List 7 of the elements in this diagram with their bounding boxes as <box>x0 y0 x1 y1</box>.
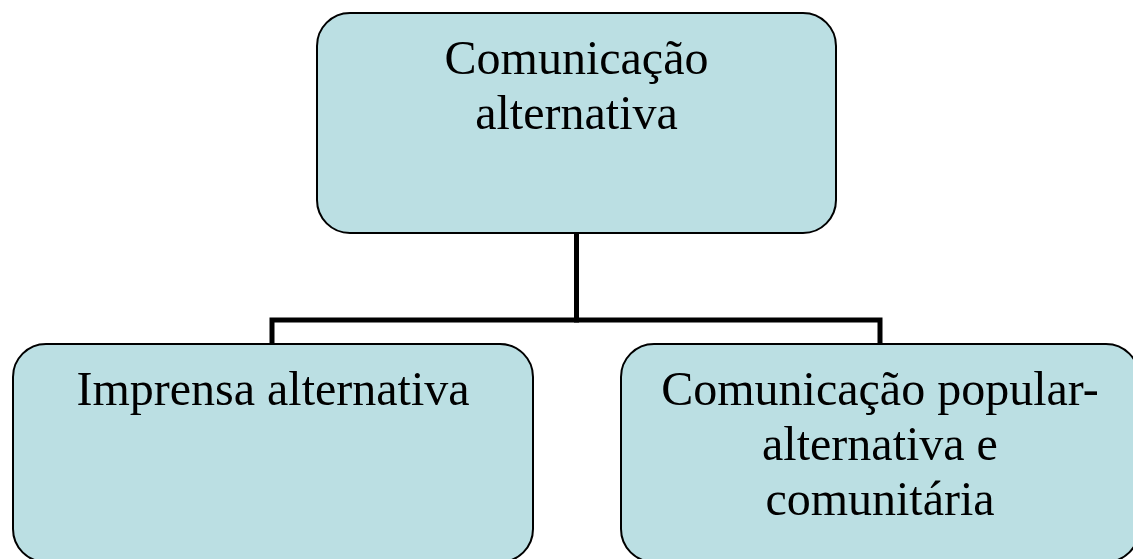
rounded-box <box>12 343 534 559</box>
box-label: Comunicação popular-alternativa e comunitária <box>660 361 1100 527</box>
rounded-box <box>316 12 837 234</box>
connector-line <box>574 234 883 343</box>
box-label: Comunicação alternativa <box>443 30 710 141</box>
rounded-box <box>620 343 1133 559</box>
box-label: Imprensa alternativa <box>76 361 470 417</box>
